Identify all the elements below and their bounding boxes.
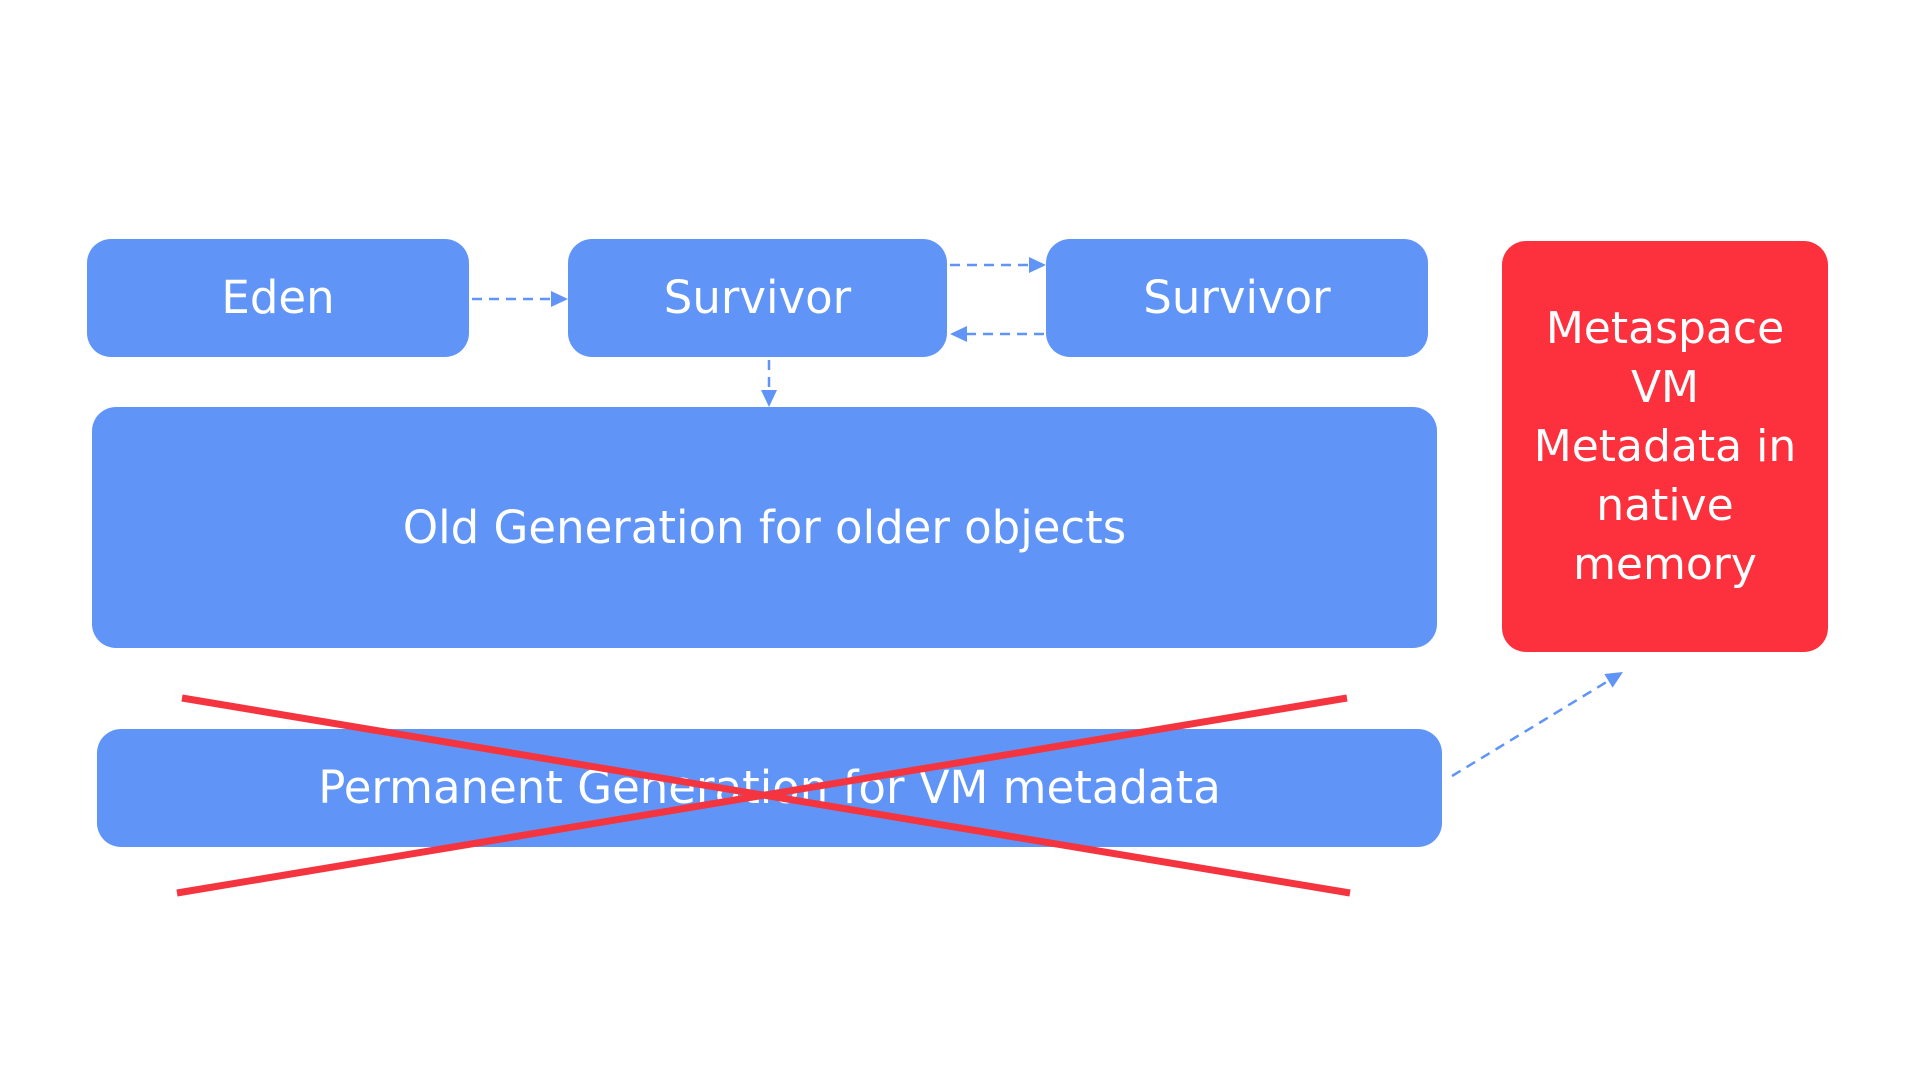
arrow-survivor-back-to-survivor-head [950, 326, 967, 342]
arrow-survivor-to-old-generation-head [761, 390, 777, 407]
arrow-survivor-back-to-survivor [950, 326, 1044, 342]
old-generation-box: Old Generation for older objects [92, 407, 1437, 648]
arrow-eden-to-survivor-head [551, 291, 568, 307]
metaspace-line-1: Metaspace [1545, 303, 1785, 354]
permanent-generation-label: Permanent Generation for VM metadata [318, 761, 1221, 815]
metaspace-line-2: VM [1630, 362, 1700, 413]
metaspace-line-3: Metadata in [1533, 421, 1797, 472]
survivor-to-label: Survivor [1143, 271, 1331, 325]
metaspace-line-4: native [1596, 480, 1734, 531]
arrow-permanent-to-metaspace [1451, 672, 1623, 778]
arrow-survivor-to-old-generation [761, 360, 777, 407]
arrow-eden-to-survivor [472, 291, 568, 307]
permanent-generation-box: Permanent Generation for VM metadata [97, 729, 1442, 847]
survivor-to-box: Survivor [1046, 239, 1428, 357]
survivor-from-box: Survivor [568, 239, 947, 357]
arrow-survivor-to-survivor-head [1029, 257, 1046, 273]
arrow-survivor-to-survivor [950, 257, 1046, 273]
arrow-permanent-to-metaspace-head [1604, 672, 1623, 688]
survivor-from-label: Survivor [663, 271, 852, 325]
metaspace-label: Metaspace VM Metadata in native memory [1534, 299, 1796, 594]
metaspace-line-5: memory [1573, 539, 1757, 590]
eden-label: Eden [221, 271, 335, 325]
arrow-permanent-to-metaspace-line [1451, 679, 1610, 778]
metaspace-box: Metaspace VM Metadata in native memory [1502, 241, 1828, 652]
old-generation-label: Old Generation for older objects [402, 500, 1127, 554]
eden-box: Eden [87, 239, 469, 357]
